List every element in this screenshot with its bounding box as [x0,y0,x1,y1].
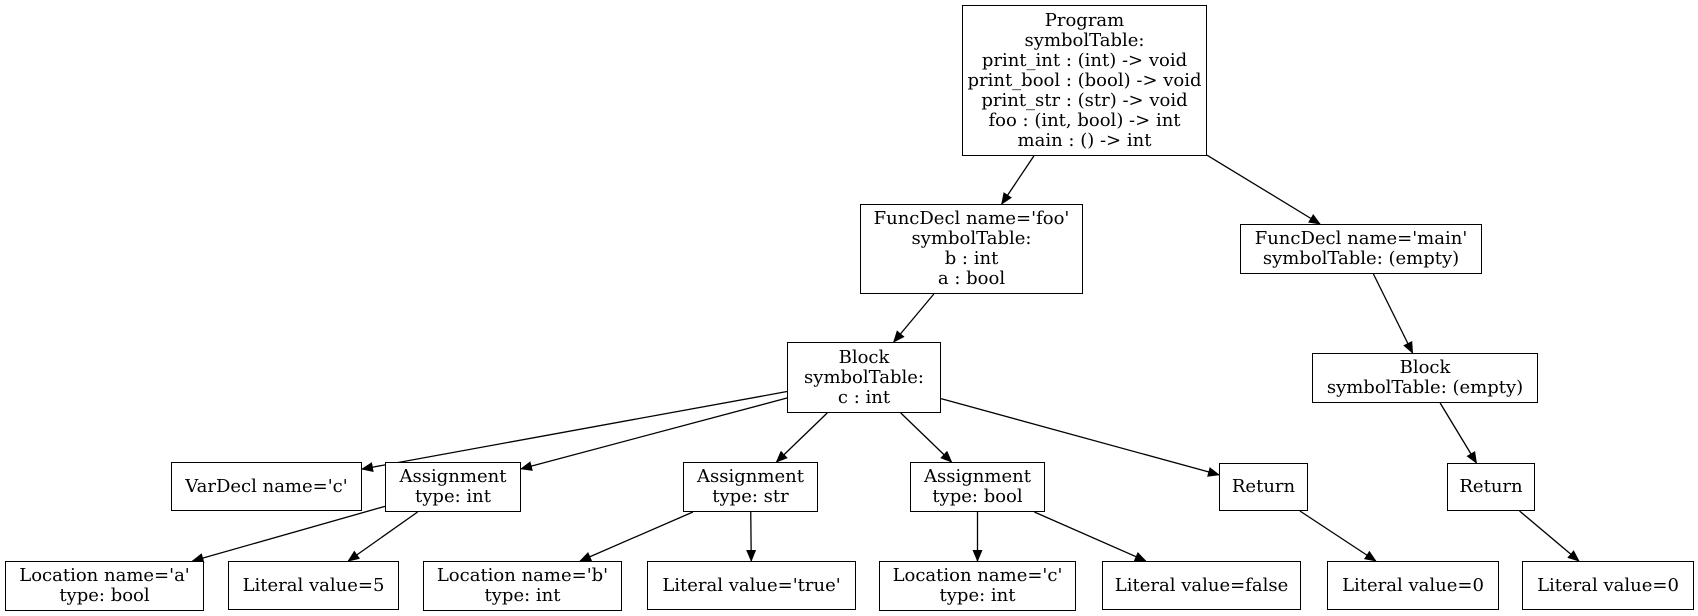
edge-assign_int-to-loc_a [191,505,386,563]
node-text-line: FuncDecl name='foo' [873,208,1070,229]
edge-program-to-funcdecl_foo [1001,155,1035,205]
node-location-c: Location name='c'type: int [879,561,1076,611]
node-text-line: symbolTable: [911,228,1032,249]
edge-block_foo-to-assign_str [775,412,828,463]
node-text-line: symbolTable: [1024,29,1145,51]
node-text-line: Assignment [697,466,804,487]
node-return-foo: Return [1219,463,1308,511]
edge-block_main-to-return_main [1439,402,1478,464]
node-text-line: Return [1459,476,1523,497]
node-text-line: symbolTable: (empty) [1262,248,1460,269]
edge-block_foo-to-assign_int [520,397,788,471]
edge-return_main-to-lit_0_main [1519,510,1580,562]
edge-assign_str-to-loc_b [579,511,694,562]
node-location-a: Location name='a'type: bool [5,561,204,611]
node-text-line: Literal value=false [1114,574,1289,596]
node-text-line: a : bool [937,268,1006,289]
node-text-line: b : int [944,248,999,269]
node-text-line: Assignment [924,466,1031,487]
node-text-line: symbolTable: [804,366,924,388]
edge-block_foo-to-assign_bool [900,412,953,463]
edge-funcdecl_foo-to-block_foo [893,293,935,343]
node-text-line: symbolTable: (empty) [1326,377,1524,398]
node-text-line: Assignment [399,466,507,487]
node-text-line: Location name='b' [436,565,609,586]
node-text-line: FuncDecl name='main' [1254,228,1468,249]
node-text-line: main : () -> int [1017,129,1152,151]
node-literal-0-foo: Literal value=0 [1327,561,1499,610]
node-text-line: Program [1044,9,1125,31]
node-location-b: Location name='b'type: int [423,561,622,611]
node-literal-5: Literal value=5 [228,561,399,610]
node-literal-true: Literal value='true' [647,561,856,610]
edge-assign_bool-to-lit_false [1034,511,1147,562]
node-text-line: print_int : (int) -> void [981,49,1188,71]
node-text-line: foo : (int, bool) -> int [988,109,1181,131]
node-text-line: type: bool [932,486,1023,507]
node-text-line: type: bool [59,585,150,606]
node-text-line: type: str [712,486,789,507]
edge-return_foo-to-lit_0_foo [1299,510,1377,562]
node-literal-0-main: Literal value=0 [1522,561,1694,610]
edge-assign_int-to-lit_5 [347,511,418,562]
node-text-line: Location name='a' [19,565,190,586]
node-text-line: Literal value=0 [1342,574,1484,596]
node-text-line: c : int [837,386,891,408]
node-vardecl-c: VarDecl name='c' [171,462,362,511]
node-return-main: Return [1447,463,1535,511]
edge-program-to-funcdecl_main [1206,154,1321,225]
node-text-line: Block [1399,357,1451,378]
edge-block_foo-to-vardecl_c [361,390,788,473]
node-literal-false: Literal value=false [1102,561,1301,610]
node-text-line: Return [1231,476,1296,497]
node-text-line: type: int [939,585,1016,606]
node-funcdecl-main: FuncDecl name='main'symbolTable: (empty) [1240,224,1482,274]
node-text-line: Literal value='true' [662,574,841,596]
node-text-line: Literal value=0 [1537,574,1679,596]
node-text-line: Block [838,346,890,368]
node-text-line: print_bool : (bool) -> void [967,69,1202,91]
edge-block_foo-to-return_foo [940,397,1220,477]
node-text-line: Location name='c' [892,565,1063,586]
node-text-line: print_str : (str) -> void [981,89,1188,111]
node-text-line: VarDecl name='c' [185,475,348,497]
node-text-line: type: int [415,486,491,507]
node-text-line: Literal value=5 [242,574,385,596]
node-text-line: type: int [484,585,561,606]
edge-funcdecl_main-to-block_main [1372,273,1414,354]
